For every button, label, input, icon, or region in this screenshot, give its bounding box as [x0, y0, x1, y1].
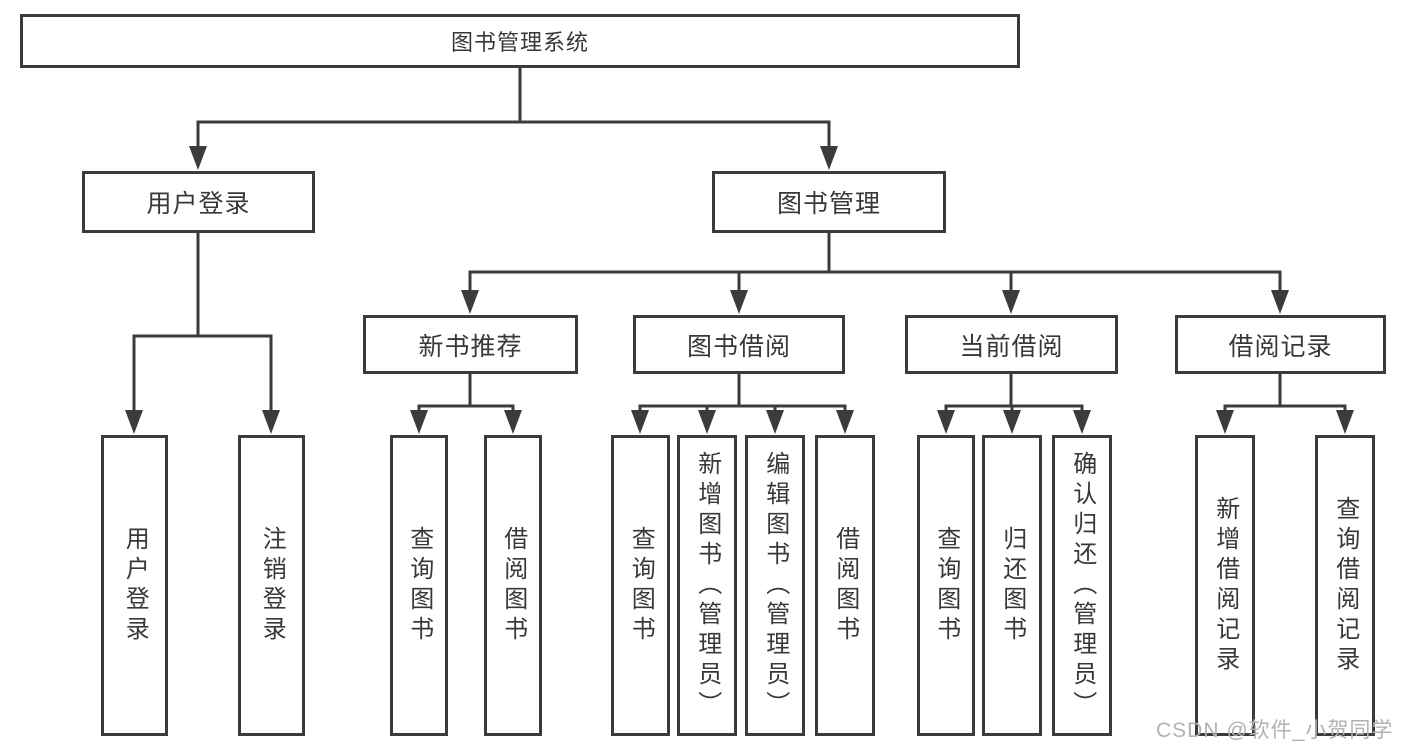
- leaf-label: 确认归还（管理员）: [1068, 450, 1096, 721]
- arrowheads: [125, 146, 1354, 434]
- leaf-query-books-current: 查询图书: [917, 435, 975, 736]
- node-label: 图书管理系统: [450, 30, 589, 55]
- leaf-label: 查询图书: [405, 525, 433, 646]
- leaf-label: 新增借阅记录: [1211, 495, 1239, 676]
- node-book-management: 图书管理: [712, 171, 946, 233]
- node-new-book-recommend: 新书推荐: [363, 315, 578, 374]
- node-book-management-system: 图书管理系统: [20, 14, 1020, 68]
- leaf-label: 查询借阅记录: [1331, 495, 1359, 676]
- node-label: 用户登录: [146, 190, 251, 218]
- node-book-borrowing: 图书借阅: [633, 315, 845, 374]
- node-label: 图书借阅: [686, 332, 791, 361]
- leaf-label: 编辑图书（管理员）: [761, 450, 789, 721]
- leaf-query-borrow-record: 查询借阅记录: [1315, 435, 1375, 736]
- node-borrowing-records: 借阅记录: [1175, 315, 1386, 374]
- leaf-edit-book-admin: 编辑图书（管理员）: [745, 435, 805, 736]
- node-label: 图书管理: [776, 190, 881, 218]
- leaf-confirm-return-admin: 确认归还（管理员）: [1052, 435, 1112, 736]
- leaf-query-books-borrowing: 查询图书: [611, 435, 670, 736]
- leaf-label: 注销登录: [258, 525, 286, 646]
- csdn-watermark: CSDN @软件_小贺同学: [1156, 719, 1394, 742]
- leaf-add-book-admin: 新增图书（管理员）: [677, 435, 737, 736]
- node-label: 当前借阅: [959, 332, 1064, 361]
- leaf-label: 借阅图书: [499, 525, 527, 646]
- leaf-label: 归还图书: [998, 525, 1026, 646]
- node-user-login-branch: 用户登录: [82, 171, 315, 233]
- leaf-return-books: 归还图书: [982, 435, 1042, 736]
- node-current-borrowing: 当前借阅: [905, 315, 1118, 374]
- leaf-label: 查询图书: [932, 525, 960, 646]
- leaf-logout: 注销登录: [238, 435, 305, 736]
- leaf-label: 新增图书（管理员）: [693, 450, 721, 721]
- leaf-add-borrow-record: 新增借阅记录: [1195, 435, 1255, 736]
- leaf-query-books-recommend: 查询图书: [390, 435, 448, 736]
- leaf-label: 查询图书: [627, 525, 655, 646]
- node-label: 新书推荐: [418, 332, 523, 361]
- leaf-label: 借阅图书: [831, 525, 859, 646]
- leaf-user-login: 用户登录: [101, 435, 168, 736]
- node-label: 借阅记录: [1228, 332, 1333, 361]
- leaf-borrow-books: 借阅图书: [815, 435, 875, 736]
- leaf-borrow-books-recommend: 借阅图书: [484, 435, 542, 736]
- leaf-label: 用户登录: [121, 525, 149, 646]
